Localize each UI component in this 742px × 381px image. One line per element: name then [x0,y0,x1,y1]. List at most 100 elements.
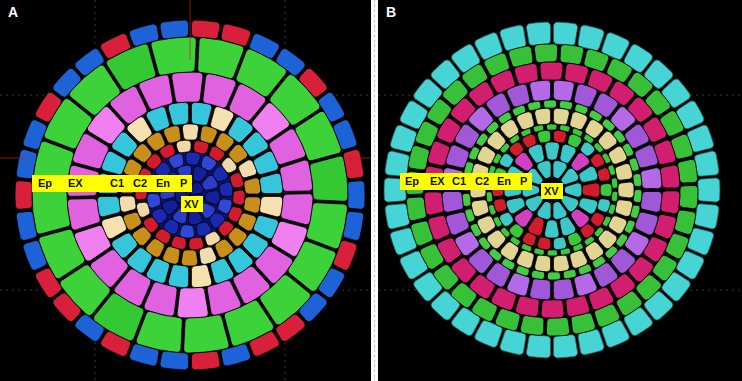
plant-cell [35,268,61,298]
plant-cell [530,80,551,101]
plant-cell [221,344,250,366]
plant-cell [582,183,600,198]
plant-cell [477,216,495,234]
xylem-label-box: XV [181,196,203,212]
plant-cell [565,63,589,84]
plant-cell [545,142,560,160]
plant-cell [129,24,158,46]
plant-cell [489,249,502,261]
plant-cell [319,92,345,122]
plant-cell [101,332,131,357]
plant-cell [53,293,81,322]
plant-cell [280,160,313,191]
plant-cell [172,72,203,103]
plant-cell [547,272,560,280]
plant-cell [260,173,283,193]
plant-cell [543,100,556,108]
panel-ground [0,0,371,381]
layer-label: C1 [110,176,124,191]
plant-cell [545,220,560,238]
plant-cell [537,130,550,143]
plant-cell [75,49,104,76]
plant-cell [574,273,597,296]
plant-cell [526,22,550,45]
plant-cell [678,159,698,183]
plant-cell [250,34,280,59]
layer-label: C1 [452,174,466,189]
plant-cell [35,92,61,122]
plant-cell [698,178,720,202]
plant-cell [578,25,604,50]
plant-cell [517,112,534,130]
plant-cell [675,210,696,234]
plant-cell [579,166,598,182]
layer-label: EX [68,176,83,191]
plant-cell [250,332,280,357]
plant-cell [500,154,514,168]
plant-cell [319,268,345,298]
crosshair [0,0,371,158]
layer-label: Ep [38,176,52,191]
plant-cell [594,227,604,237]
panel-ground [378,0,742,381]
plant-cell [455,124,479,148]
plant-cell [471,200,488,217]
plant-cell [633,173,642,186]
plant-cell [560,45,584,65]
plant-cell [333,241,357,271]
plant-cell [660,165,679,188]
plant-cell [570,250,587,268]
plant-cell [500,143,510,153]
plant-cell [348,181,365,210]
plant-cell [244,178,261,194]
plant-cell [641,191,662,212]
panel-letter: A [8,4,18,20]
plant-cell [615,163,632,180]
plant-cell [661,191,680,214]
plant-cell [500,212,514,226]
plant-cell [191,20,220,39]
plant-cell [553,255,569,272]
plant-cell [570,112,587,130]
plant-cell [507,84,530,107]
plant-cell [679,185,698,208]
plant-cell [119,196,136,212]
plant-cell [591,154,605,168]
plant-cell [177,287,208,318]
panel: BEpEXC1C2EnPXV [378,0,742,381]
plant-cell [594,143,604,153]
plant-cell [541,300,564,318]
plant-cell [408,146,429,170]
layer-label: Ep [405,174,419,189]
layer-label: C2 [475,174,489,189]
plant-cell [16,211,36,240]
layer-label: XV [544,184,559,198]
plant-cell [535,255,551,272]
plant-cell [129,344,158,366]
plant-cell [609,146,627,164]
plant-cell [385,204,409,229]
plant-cell [501,227,511,237]
plant-cell [500,25,526,50]
layer-label: C2 [133,176,147,191]
xylem-vessel [539,177,565,203]
plant-cell [32,189,70,234]
plant-cell [547,250,557,256]
plant-cell [191,351,220,370]
plant-cell [494,199,507,213]
plant-cell [625,232,649,256]
panel: AEpEXC1C2EnPXV [0,0,371,381]
plant-cell [546,317,569,336]
plant-cell [276,49,305,76]
plant-cell [506,198,525,214]
plant-cell [205,190,220,204]
plant-cell [561,168,579,184]
plant-cell [560,217,576,236]
layer-label: P [180,176,187,191]
plant-cell [695,151,719,176]
plant-cell [442,191,463,212]
root-section-b [384,22,720,358]
plant-cell [564,183,582,197]
